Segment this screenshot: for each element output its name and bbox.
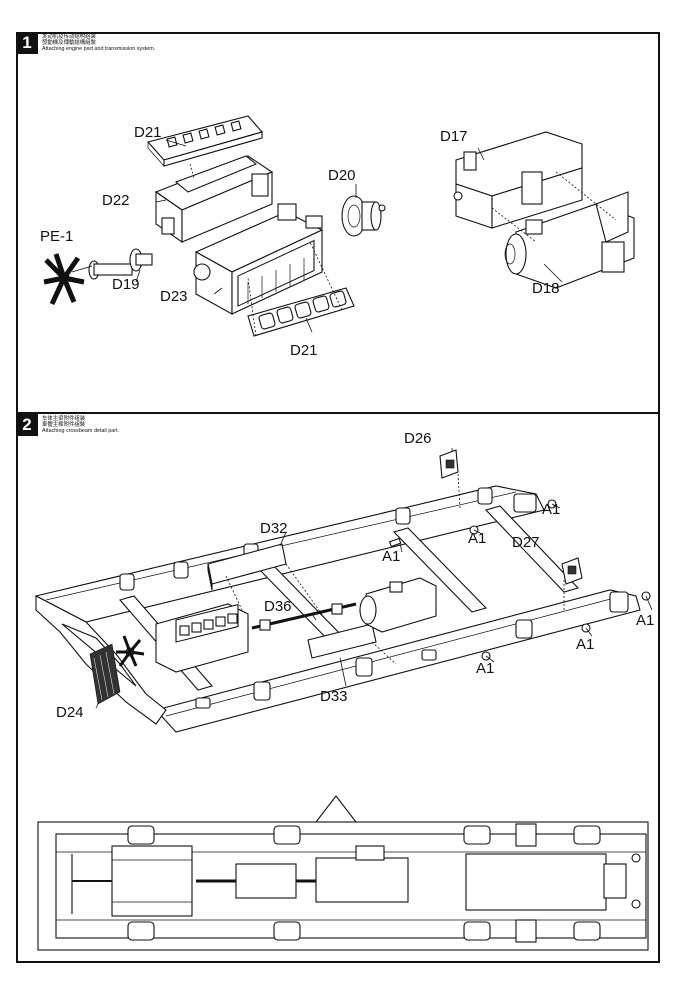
part-d21-top-plate xyxy=(146,115,263,167)
label-d21-bottom: D21 xyxy=(290,342,318,359)
suspension-brackets xyxy=(119,487,629,709)
chassis-exploded-diagram xyxy=(34,448,653,951)
label-d24: D24 xyxy=(56,704,84,721)
label-a1-4: A1 xyxy=(636,612,655,629)
label-d33: D33 xyxy=(320,688,348,705)
label-d17: D17 xyxy=(440,128,468,145)
step-caption-cn-traditional: 車體主樑附件組裝 xyxy=(42,422,86,428)
part-d27-bracket xyxy=(561,557,583,585)
label-a1-3: A1 xyxy=(382,548,401,565)
chassis-top-view xyxy=(37,821,649,951)
label-a1-5: A1 xyxy=(576,636,595,653)
part-d18-gearbox xyxy=(504,191,635,289)
part-d26-bracket xyxy=(439,449,459,479)
step-2-leader-lines xyxy=(95,448,653,709)
part-d23-engine-block xyxy=(193,203,324,315)
label-d36: D36 xyxy=(264,598,292,615)
label-d20: D20 xyxy=(328,167,356,184)
label-d21-top: D21 xyxy=(134,124,162,141)
label-pe1: PE-1 xyxy=(40,228,74,245)
engine-exploded-diagram xyxy=(43,115,635,337)
part-d20-flywheel xyxy=(341,195,386,237)
step-caption-en: Attaching engine part and transmission s… xyxy=(42,46,156,52)
label-d18: D18 xyxy=(532,280,560,297)
part-d17-housing xyxy=(453,131,583,229)
transmission-assembly xyxy=(359,577,437,633)
label-a1-1: A1 xyxy=(542,501,561,518)
label-d26: D26 xyxy=(404,430,432,447)
label-a1-6: A1 xyxy=(476,660,495,677)
step-caption-cn-traditional: 發動機及傳動結構組裝 xyxy=(42,40,96,46)
step-number-badge: 1 xyxy=(16,32,38,54)
part-d22-engine-top xyxy=(154,155,274,244)
label-d22: D22 xyxy=(102,192,130,209)
part-d33-beam xyxy=(307,623,377,659)
step-caption-cn-simplified: 发动机及传动结构组装 xyxy=(42,34,96,40)
engine-assembly xyxy=(155,603,249,673)
part-pe1-fan xyxy=(43,253,85,306)
label-d23: D23 xyxy=(160,288,188,305)
step-caption-cn-simplified: 车体主梁附件组装 xyxy=(42,416,86,422)
label-d19: D19 xyxy=(112,276,140,293)
part-d24-radiator xyxy=(89,643,121,705)
label-d27: D27 xyxy=(512,534,540,551)
part-d36-driveshaft xyxy=(251,602,357,631)
instruction-sheet-frame xyxy=(16,32,660,963)
step-1-panel: 1 发动机及传动结构组装 發動機及傳動結構組裝 Attaching engine… xyxy=(16,32,660,412)
part-d19-shaft xyxy=(88,248,153,280)
label-a1-2: A1 xyxy=(468,530,487,547)
part-d21-bottom-plate xyxy=(247,287,355,337)
step-number-badge: 2 xyxy=(16,414,38,436)
callout-pointer xyxy=(315,795,357,823)
engine-fan xyxy=(116,635,145,667)
step-1-leader-lines xyxy=(71,139,617,337)
step-caption-en: Attaching crossbeam detail part. xyxy=(42,428,120,434)
step-2-panel: 2 车体主梁附件组装 車體主樑附件組裝 Attaching crossbeam … xyxy=(16,412,660,963)
label-d32: D32 xyxy=(260,520,288,537)
